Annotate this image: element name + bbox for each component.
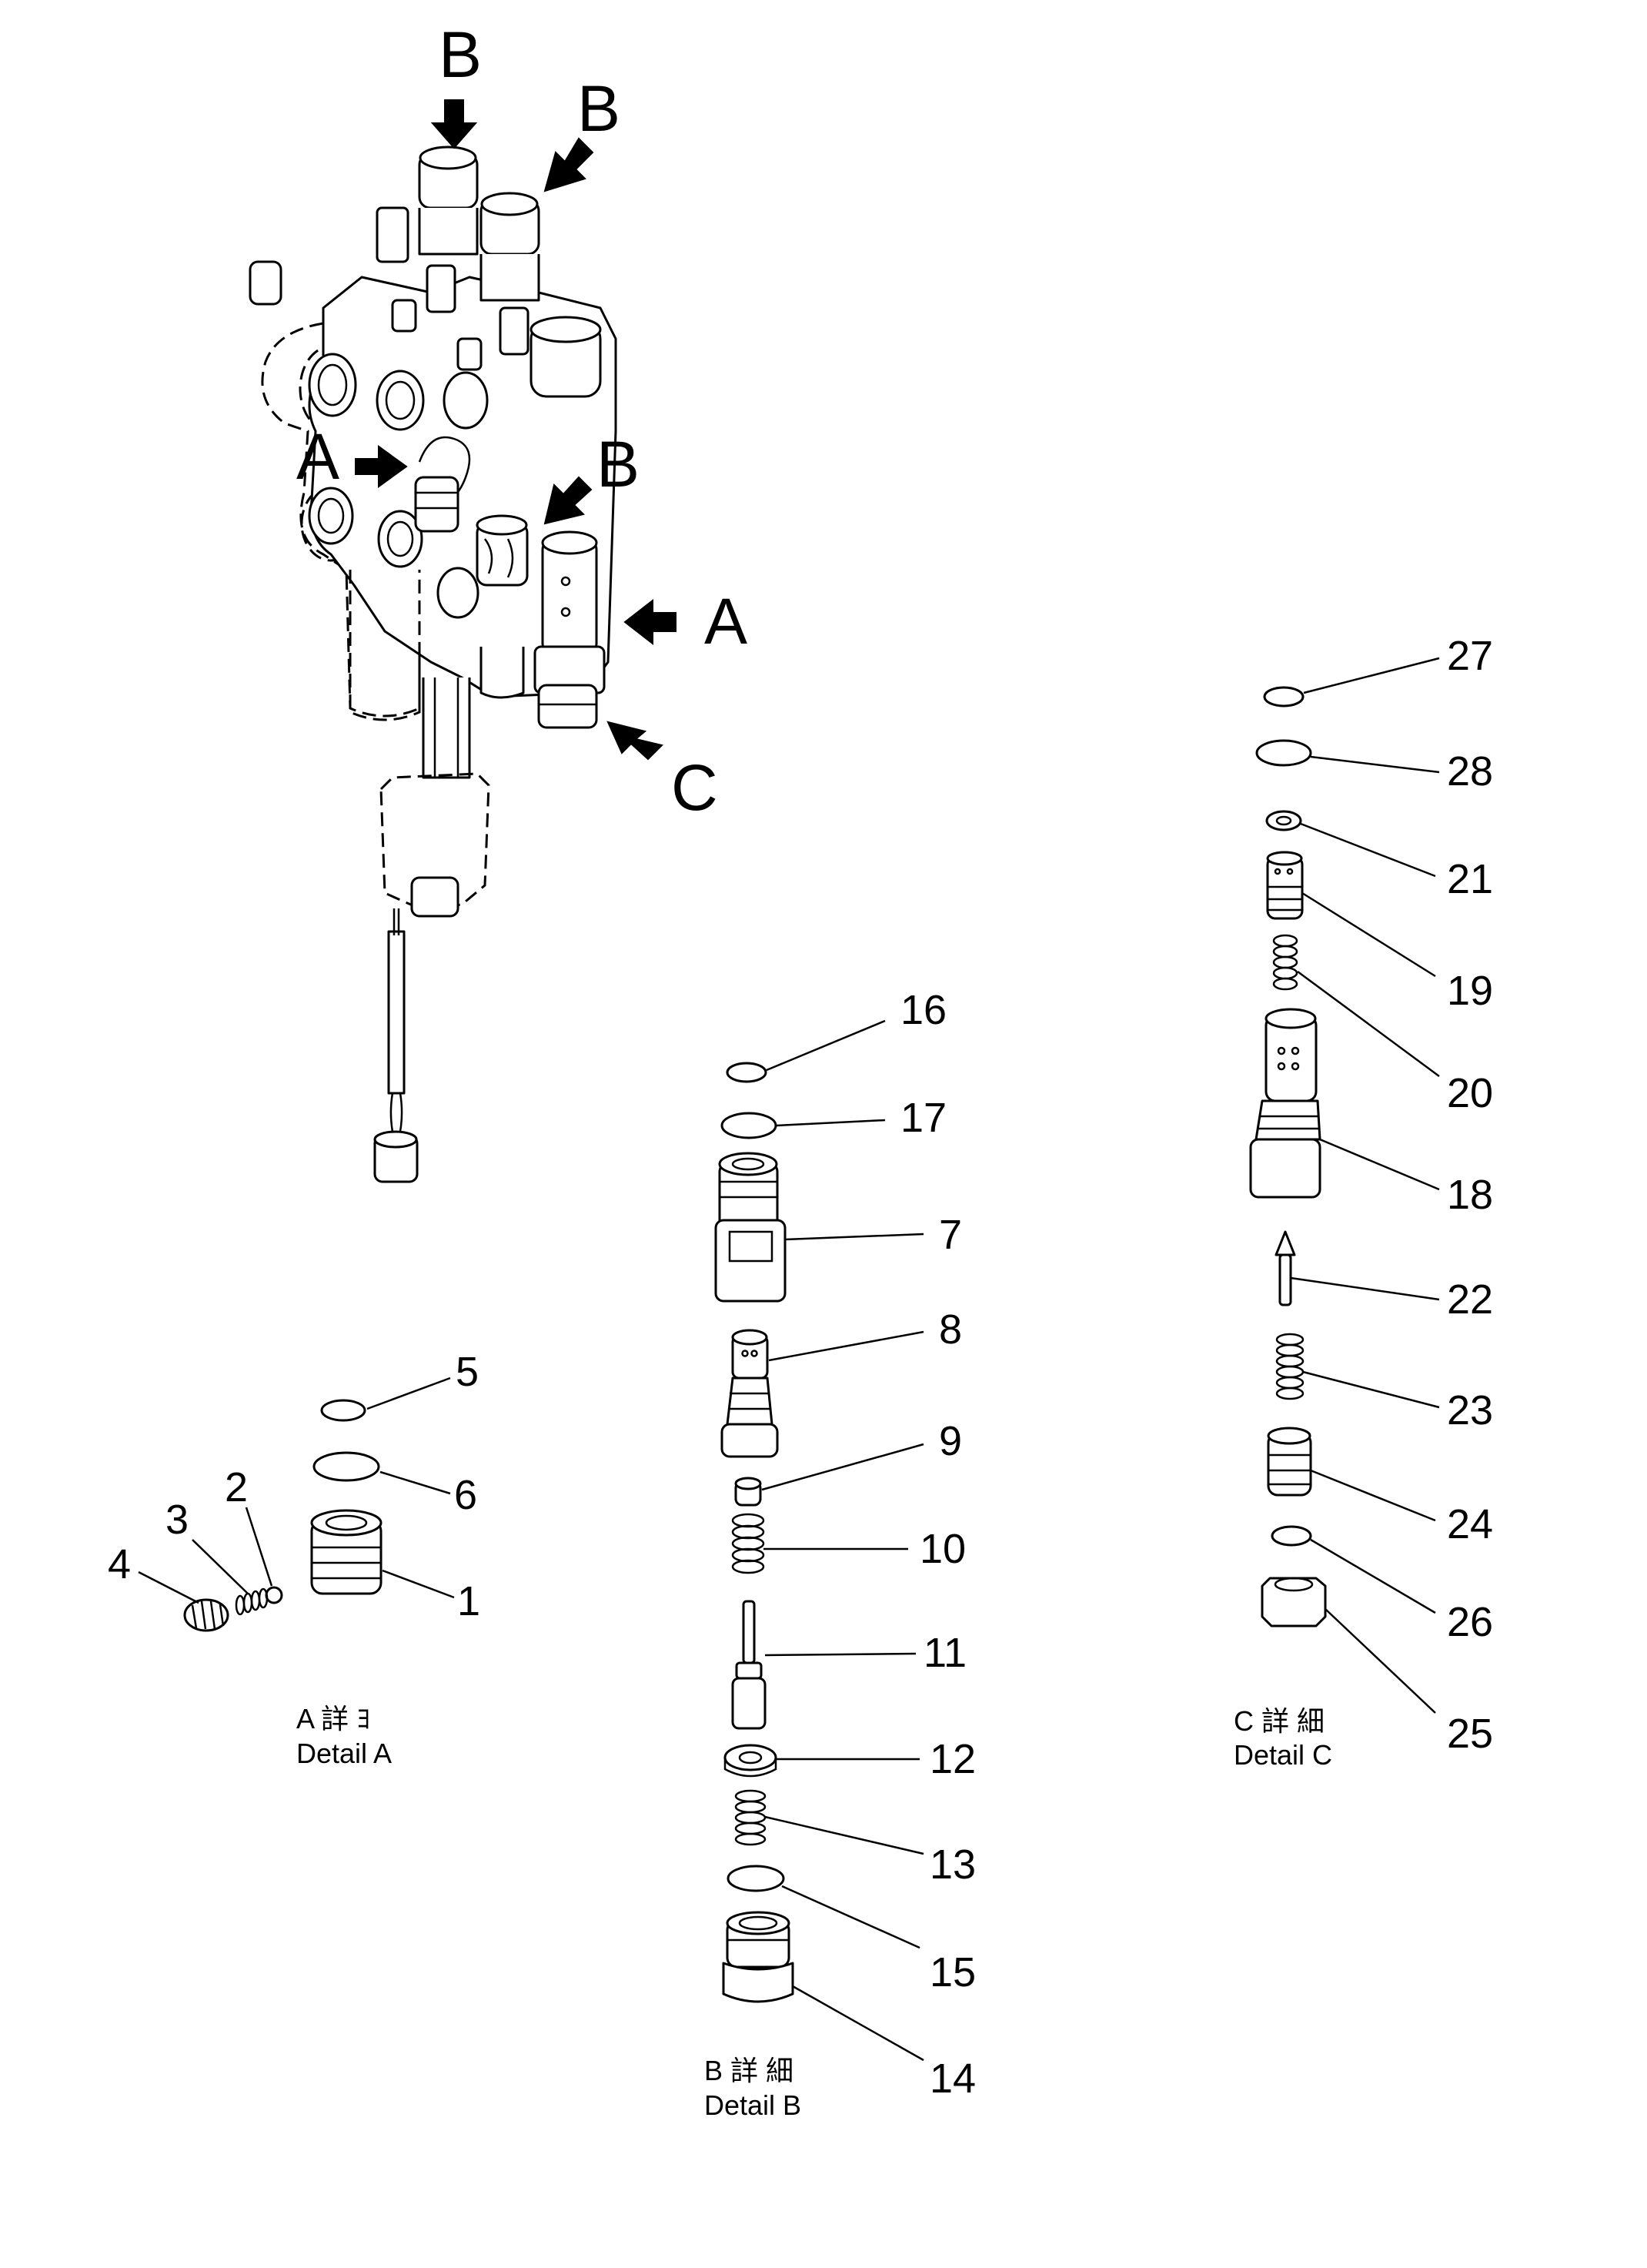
view-arrow-b-top-right: B xyxy=(543,72,620,192)
detail-c-caption-jp: C 詳 細 xyxy=(1234,1705,1325,1737)
part-number-12: 12 xyxy=(930,1736,976,1782)
view-arrow-c: C xyxy=(606,721,718,824)
view-label-b: B xyxy=(577,72,620,145)
part-20-spring xyxy=(1272,934,1298,991)
part-13-spring xyxy=(734,1789,767,1846)
part-number-17: 17 xyxy=(900,1095,947,1141)
part-24-adjusting-screw xyxy=(1267,1427,1312,1497)
part-number-20: 20 xyxy=(1447,1070,1493,1116)
part-number-5: 5 xyxy=(456,1349,479,1395)
part-22-pin xyxy=(1275,1230,1296,1306)
part-number-18: 18 xyxy=(1447,1172,1493,1218)
part-7-valve-body xyxy=(714,1152,787,1303)
part-21-washer xyxy=(1265,810,1302,831)
part-number-6: 6 xyxy=(454,1472,477,1518)
part-number-16: 16 xyxy=(900,987,947,1033)
part-number-25: 25 xyxy=(1447,1711,1493,1757)
part-28-o-ring xyxy=(1255,739,1312,767)
part-number-10: 10 xyxy=(920,1526,966,1572)
view-arrow-a-right: A xyxy=(623,585,747,657)
part-number-22: 22 xyxy=(1447,1276,1493,1323)
view-label-c: C xyxy=(671,751,718,824)
view-arrow-b-top-left: B xyxy=(430,18,482,149)
part-27-o-ring xyxy=(1263,686,1305,707)
detail-a: 5 6 1 2 3 4 A 詳 ﾖ Detail A xyxy=(108,1349,480,1769)
part-number-28: 28 xyxy=(1447,748,1493,794)
part-26-o-ring xyxy=(1271,1525,1312,1547)
control-valve-assembly xyxy=(249,146,617,1183)
part-number-8: 8 xyxy=(939,1306,962,1353)
part-9-piston xyxy=(734,1477,762,1507)
part-number-1: 1 xyxy=(457,1578,480,1624)
part-4-plug xyxy=(183,1598,229,1632)
part-number-4: 4 xyxy=(108,1541,131,1587)
part-1-plug xyxy=(310,1509,383,1595)
part-number-21: 21 xyxy=(1447,856,1493,902)
detail-a-caption-en: Detail A xyxy=(296,1738,392,1769)
part-23-spring xyxy=(1275,1333,1305,1400)
part-number-27: 27 xyxy=(1447,633,1493,679)
view-label-a: A xyxy=(296,420,339,493)
view-arrow-a-left: A xyxy=(296,420,408,493)
detail-b: 16 17 7 8 9 10 11 12 13 15 14 B 詳 細 Deta… xyxy=(704,987,976,2121)
view-label-b: B xyxy=(596,428,640,500)
detail-b-caption-jp: B 詳 細 xyxy=(704,2055,793,2086)
part-12-seat xyxy=(723,1744,777,1778)
part-2-ball xyxy=(265,1586,283,1604)
detail-c-caption-en: Detail C xyxy=(1234,1739,1332,1771)
detail-b-caption-en: Detail B xyxy=(704,2089,801,2121)
part-number-7: 7 xyxy=(939,1212,962,1258)
part-16-o-ring xyxy=(726,1062,767,1083)
part-25-lock-nut xyxy=(1261,1577,1327,1627)
detail-c: 27 28 21 19 20 18 22 23 24 26 25 C 詳 細 D… xyxy=(1234,633,1493,1771)
part-number-26: 26 xyxy=(1447,1599,1493,1645)
part-3-spring xyxy=(235,1587,269,1616)
part-number-11: 11 xyxy=(924,1630,967,1676)
part-number-23: 23 xyxy=(1447,1387,1493,1433)
part-14-plug xyxy=(722,1911,794,2003)
part-number-9: 9 xyxy=(939,1418,962,1464)
part-17-o-ring xyxy=(720,1112,777,1139)
part-number-24: 24 xyxy=(1447,1501,1493,1547)
detail-a-caption-jp: A 詳 ﾖ xyxy=(296,1703,370,1734)
view-label-b: B xyxy=(439,18,482,91)
part-6-o-ring xyxy=(312,1451,380,1482)
part-number-13: 13 xyxy=(930,1841,976,1888)
part-number-2: 2 xyxy=(225,1464,248,1510)
view-arrow-b-mid: B xyxy=(543,428,640,525)
part-8-poppet xyxy=(720,1329,779,1458)
part-number-15: 15 xyxy=(930,1949,976,1995)
part-15-o-ring xyxy=(727,1865,785,1892)
part-number-14: 14 xyxy=(930,2056,976,2102)
part-5-o-ring xyxy=(320,1399,366,1422)
view-label-a: A xyxy=(704,585,747,657)
part-10-spring xyxy=(731,1513,765,1574)
part-19-sleeve xyxy=(1266,851,1304,920)
part-number-3: 3 xyxy=(165,1497,189,1543)
part-11-plunger xyxy=(731,1600,767,1730)
part-number-19: 19 xyxy=(1447,968,1493,1014)
part-18-cartridge-body xyxy=(1249,1008,1321,1199)
